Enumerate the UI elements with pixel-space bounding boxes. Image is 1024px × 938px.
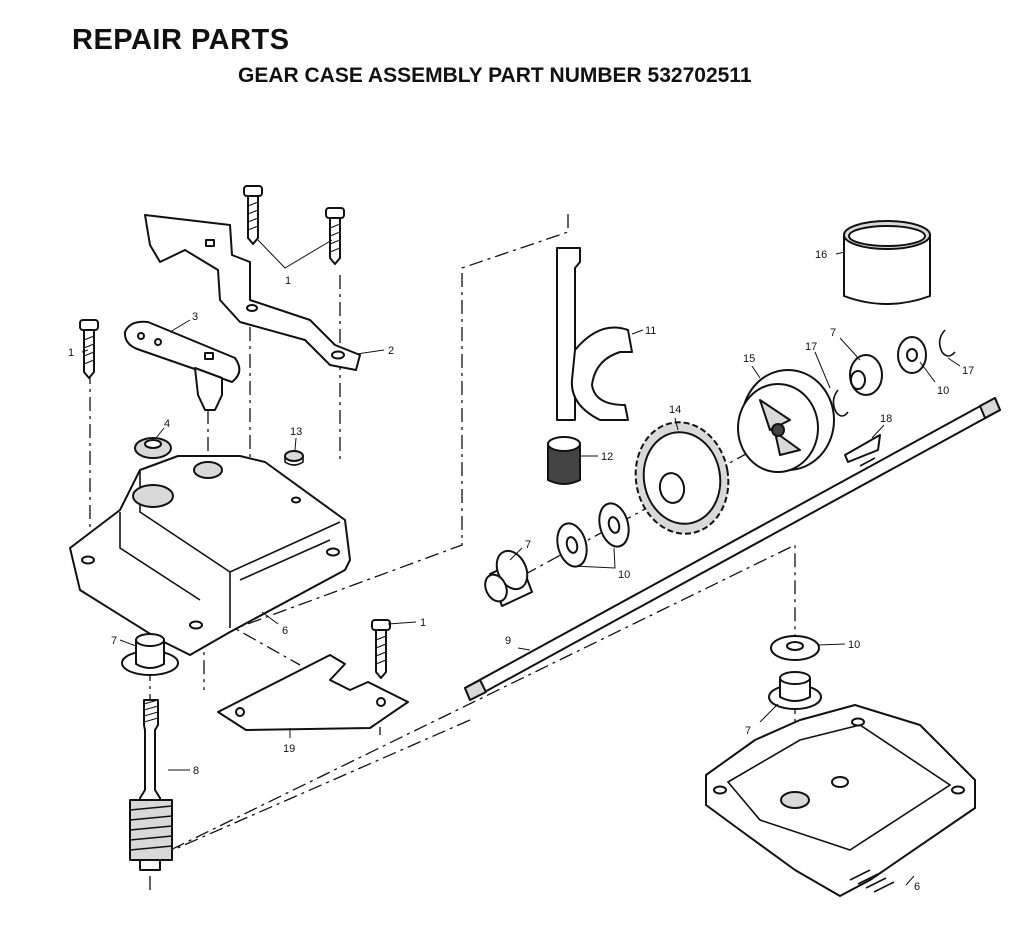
callout-10c: 10 [937, 385, 949, 397]
bushing-part-16 [843, 220, 931, 305]
callout-7a: 7 [111, 635, 117, 647]
bevel-gear-part-14 [634, 421, 730, 535]
callout-10b: 10 [848, 639, 860, 651]
key-part-18 [844, 434, 881, 463]
shift-fork-part-11 [556, 247, 633, 421]
bearing-part-7-lower [768, 671, 822, 710]
callout-9: 9 [505, 635, 511, 647]
collar-part-7-right [849, 354, 883, 396]
retaining-ring-part-17-a [832, 389, 849, 417]
callout-4: 4 [164, 418, 170, 430]
washer-part-10-lower [770, 635, 820, 661]
callout-1b: 1 [68, 347, 74, 359]
bracket-part-2 [144, 214, 361, 371]
gear-case-lower-part-6 [705, 704, 976, 897]
callout-7c: 7 [830, 327, 836, 339]
callout-13: 13 [290, 426, 302, 438]
callout-labels: 1 1 1 2 3 4 6 6 7 7 7 7 8 9 10 10 10 11 … [68, 249, 974, 893]
callout-17b: 17 [962, 365, 974, 377]
shaft-part-9 [464, 397, 1001, 701]
plug-part-13 [284, 450, 304, 466]
bolt-part-1-top-b [325, 207, 345, 265]
callout-7b: 7 [525, 539, 531, 551]
callout-15: 15 [743, 353, 755, 365]
retaining-ring-part-17-b [938, 329, 956, 357]
gear-case-upper-part-6 [69, 455, 351, 656]
callout-10a: 10 [618, 569, 630, 581]
bolt-part-1-bottom [371, 619, 391, 679]
callout-8: 8 [193, 765, 199, 777]
bearing-part-7-lower-left [121, 633, 179, 676]
callout-6a: 6 [282, 625, 288, 637]
callout-1a: 1 [285, 275, 291, 287]
callout-16: 16 [815, 249, 827, 261]
callout-7d: 7 [745, 725, 751, 737]
callout-17a: 17 [805, 341, 817, 353]
callout-14: 14 [669, 404, 681, 416]
bolt-part-1-left [79, 319, 99, 379]
seal-part-4 [134, 437, 172, 459]
callout-11: 11 [645, 325, 656, 337]
washers-part-10-front [556, 502, 630, 568]
leader-lines [81, 239, 961, 886]
callout-6b: 6 [914, 881, 920, 893]
callout-2: 2 [388, 345, 394, 357]
callout-12: 12 [601, 451, 613, 463]
bolt-part-1-top-a [243, 185, 263, 245]
bearing-part-7-shaft [484, 549, 533, 607]
clutch-part-15 [737, 369, 835, 473]
lever-part-3 [123, 320, 241, 411]
washer-part-10-right [897, 336, 927, 374]
bushing-part-12 [547, 436, 581, 485]
page-title: REPAIR PARTS [72, 24, 290, 56]
callout-1c: 1 [420, 617, 426, 629]
page-subtitle: GEAR CASE ASSEMBLY PART NUMBER 532702511 [238, 64, 752, 87]
callout-19: 19 [283, 743, 295, 755]
callout-3: 3 [192, 311, 198, 323]
worm-shaft-part-8 [129, 699, 173, 871]
plate-part-19 [217, 654, 409, 731]
callout-18: 18 [880, 413, 892, 425]
